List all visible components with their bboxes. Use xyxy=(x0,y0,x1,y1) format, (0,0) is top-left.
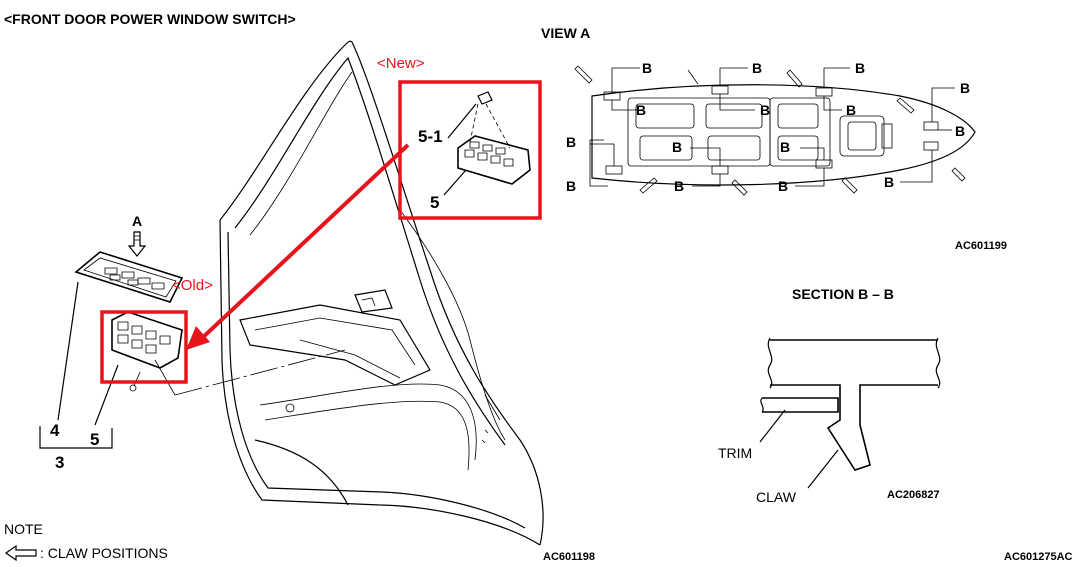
diagram-title: <FRONT DOOR POWER WINDOW SWITCH> xyxy=(4,11,296,27)
part-5-old-label: 5 xyxy=(90,430,99,449)
view-a-b-markers: B B B B B B B B B B B B B B B xyxy=(566,60,970,194)
view-a-arrow: A xyxy=(127,213,147,257)
trim-label: TRIM xyxy=(718,445,752,461)
switch-old-5 xyxy=(111,311,183,392)
new-label: <New> xyxy=(377,55,425,72)
note-title: NOTE xyxy=(4,521,43,537)
svg-text:B: B xyxy=(636,102,646,118)
svg-text:B: B xyxy=(778,178,788,194)
code-sheet: AC601275AC xyxy=(1004,551,1073,563)
replacement-arrow xyxy=(186,143,410,350)
svg-text:B: B xyxy=(566,134,576,150)
svg-text:B: B xyxy=(855,60,865,76)
code-door: AC601198 xyxy=(543,551,595,563)
svg-text:B: B xyxy=(780,139,790,155)
section-b-b-drawing xyxy=(760,337,941,471)
leader-claw xyxy=(807,449,839,489)
label-a: A xyxy=(132,213,142,229)
svg-text:B: B xyxy=(672,139,682,155)
bracket-3 xyxy=(39,426,113,449)
switch-bezel-4 xyxy=(74,251,184,303)
old-highlight-box xyxy=(100,310,188,384)
section-title: SECTION B – B xyxy=(792,286,894,302)
part-5-new-label: 5 xyxy=(430,193,439,212)
svg-text:B: B xyxy=(752,60,762,76)
part-5-1-label: 5-1 xyxy=(418,127,443,146)
svg-text:B: B xyxy=(960,80,970,96)
leader-trim xyxy=(759,409,786,443)
switch-knob-5-1 xyxy=(477,91,493,105)
svg-text:B: B xyxy=(955,123,965,139)
code-view-a: AC601199 xyxy=(955,240,1007,252)
leader-5-1 xyxy=(447,103,477,139)
leader-5-old xyxy=(94,364,119,426)
svg-text:B: B xyxy=(674,178,684,194)
claw-positions-note: : CLAW POSITIONS xyxy=(40,545,168,561)
view-a-drawing xyxy=(574,65,976,196)
svg-text:B: B xyxy=(846,102,856,118)
svg-text:B: B xyxy=(642,60,652,76)
code-section: AC206827 xyxy=(887,489,940,501)
claw-label: CLAW xyxy=(756,489,797,505)
part-3-label: 3 xyxy=(55,453,64,472)
svg-text:B: B xyxy=(884,174,894,190)
part-4-label: 4 xyxy=(50,421,60,440)
claw-position-arrow-icon xyxy=(4,544,37,562)
leader-4 xyxy=(57,281,79,421)
old-label: <Old> xyxy=(172,277,213,294)
door-illustration xyxy=(154,40,544,546)
svg-text:B: B xyxy=(760,102,770,118)
view-a-title: VIEW A xyxy=(541,25,590,41)
svg-text:B: B xyxy=(566,178,576,194)
switch-new-5 xyxy=(457,91,531,185)
leader-5-new xyxy=(443,169,467,196)
